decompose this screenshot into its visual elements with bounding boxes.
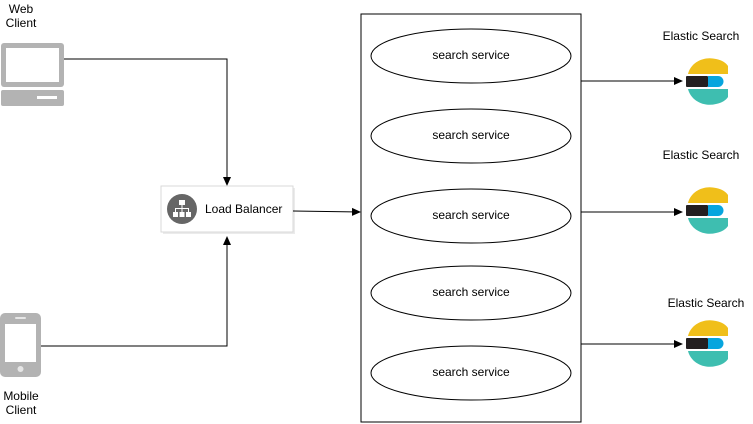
elastic-search-node-2[interactable]: Elastic Search <box>663 148 740 234</box>
mobile-client-label-line2: Client <box>6 403 37 417</box>
search-service-label: search service <box>432 48 510 62</box>
search-service-5[interactable]: search service <box>370 345 572 401</box>
load-balancer[interactable]: Load Balancer <box>160 185 295 234</box>
elastic-search-label: Elastic Search <box>668 296 745 310</box>
elasticsearch-logo-icon <box>686 187 728 234</box>
web-client-label-line1: Web <box>9 2 34 16</box>
elastic-search-node-3[interactable]: Elastic Search <box>668 296 745 367</box>
search-service-1[interactable]: search service <box>370 28 572 84</box>
mobile-to-lb-connector <box>41 236 231 347</box>
search-service-2[interactable]: search service <box>370 108 572 164</box>
web-client: Web Client <box>1 2 64 106</box>
mobile-client: Mobile Client <box>0 313 41 417</box>
search-service-label: search service <box>432 208 510 222</box>
mobile-phone-icon <box>0 313 41 377</box>
search-service-label: search service <box>432 128 510 142</box>
sitemap-icon <box>167 194 197 224</box>
mobile-client-label-line1: Mobile <box>3 389 39 403</box>
elastic-search-label: Elastic Search <box>663 148 740 162</box>
web-client-label-line2: Client <box>6 16 37 30</box>
desktop-computer-icon <box>1 43 64 106</box>
search-service-label: search service <box>432 285 510 299</box>
elasticsearch-logo-icon <box>686 320 728 367</box>
elastic-search-node-1[interactable]: Elastic Search <box>663 29 740 105</box>
web-to-lb-connector <box>64 58 231 186</box>
search-service-3[interactable]: search service <box>370 188 572 244</box>
load-balancer-label: Load Balancer <box>205 202 282 216</box>
search-service-label: search service <box>432 365 510 379</box>
elasticsearch-logo-icon <box>686 58 728 105</box>
lb-to-services-connector <box>292 207 361 216</box>
elastic-search-label: Elastic Search <box>663 29 740 43</box>
search-service-4[interactable]: search service <box>370 265 572 321</box>
